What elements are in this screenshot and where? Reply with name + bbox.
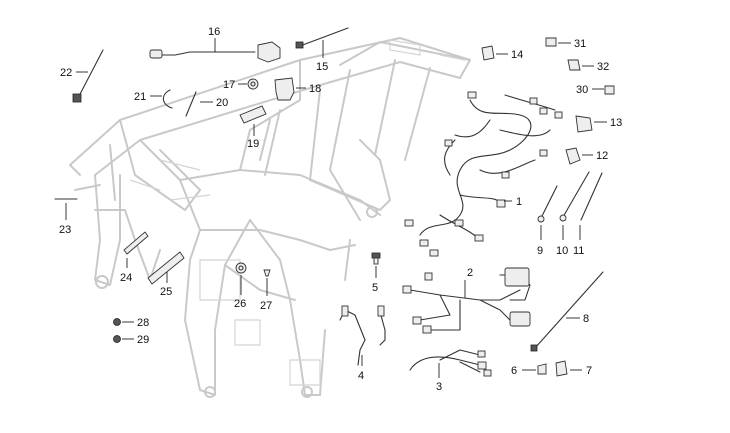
sensor-lead-16 — [149, 41, 281, 63]
screw-27 — [263, 269, 271, 277]
callout-13: 13 — [610, 117, 622, 129]
callout-11: 11 — [573, 245, 584, 257]
callout-22: 22 — [60, 67, 72, 79]
rod-20 — [185, 91, 197, 117]
callout-12: 12 — [596, 150, 608, 162]
callout-9: 9 — [537, 245, 543, 257]
callout-19: 19 — [247, 138, 259, 150]
callout-23: 23 — [59, 224, 71, 236]
bracket-13 — [575, 115, 593, 133]
cable-tie-15 — [295, 27, 349, 49]
cable-tie-9 — [537, 185, 558, 223]
grommet-17 — [247, 78, 259, 90]
callout-17: 17 — [223, 79, 235, 91]
clip-6 — [537, 363, 547, 375]
main-wiring-harness — [404, 91, 563, 257]
callout-5: 5 — [372, 282, 378, 294]
grommet-26 — [235, 262, 247, 274]
callout-24: 24 — [120, 272, 132, 284]
connector-12 — [565, 147, 581, 165]
cable-tie-10 — [559, 171, 590, 222]
callout-27: 27 — [260, 300, 272, 312]
secondary-wiring-harness — [402, 267, 531, 334]
nut-28 — [113, 318, 121, 326]
strap-19 — [239, 105, 267, 124]
sensor-cable-4 — [339, 305, 386, 366]
callout-31: 31 — [574, 38, 586, 50]
motorcycle-frame — [69, 37, 471, 398]
callout-7: 7 — [586, 365, 592, 377]
bracket-18 — [274, 77, 295, 101]
clip-7 — [555, 360, 568, 377]
callout-21: 21 — [134, 91, 146, 103]
long-cable-tie-8 — [530, 271, 604, 352]
clip-21 — [162, 89, 173, 109]
fuse-30 — [604, 85, 615, 95]
callout-26: 26 — [234, 298, 246, 310]
callout-30: 30 — [576, 84, 588, 96]
callout-25: 25 — [160, 286, 172, 298]
plate-25 — [147, 251, 185, 285]
callout-labels: 1 2 3 4 5 6 7 8 9 10 11 12 13 14 15 16 1… — [59, 26, 622, 393]
fuse-31 — [545, 37, 557, 47]
bolt-5 — [371, 252, 381, 265]
callout-16: 16 — [208, 26, 220, 38]
callout-18: 18 — [309, 83, 321, 95]
callout-15: 15 — [316, 61, 328, 73]
callout-28: 28 — [137, 317, 149, 329]
callout-32: 32 — [597, 61, 609, 73]
fuse-32 — [567, 59, 581, 71]
nut-29 — [113, 335, 121, 343]
relay-14 — [481, 45, 495, 61]
callout-8: 8 — [583, 313, 589, 325]
callout-20: 20 — [216, 97, 228, 109]
callout-4: 4 — [358, 370, 364, 382]
callout-6: 6 — [511, 365, 517, 377]
callout-29: 29 — [137, 334, 149, 346]
long-bolt-22 — [72, 49, 104, 103]
sub-harness-3 — [409, 349, 492, 377]
callout-2: 2 — [467, 267, 473, 279]
plate-24 — [123, 231, 149, 255]
callout-10: 10 — [556, 245, 568, 257]
callout-14: 14 — [511, 49, 523, 61]
cable-tie-11 — [580, 172, 603, 221]
callout-1: 1 — [516, 196, 522, 208]
callout-3: 3 — [436, 381, 442, 393]
